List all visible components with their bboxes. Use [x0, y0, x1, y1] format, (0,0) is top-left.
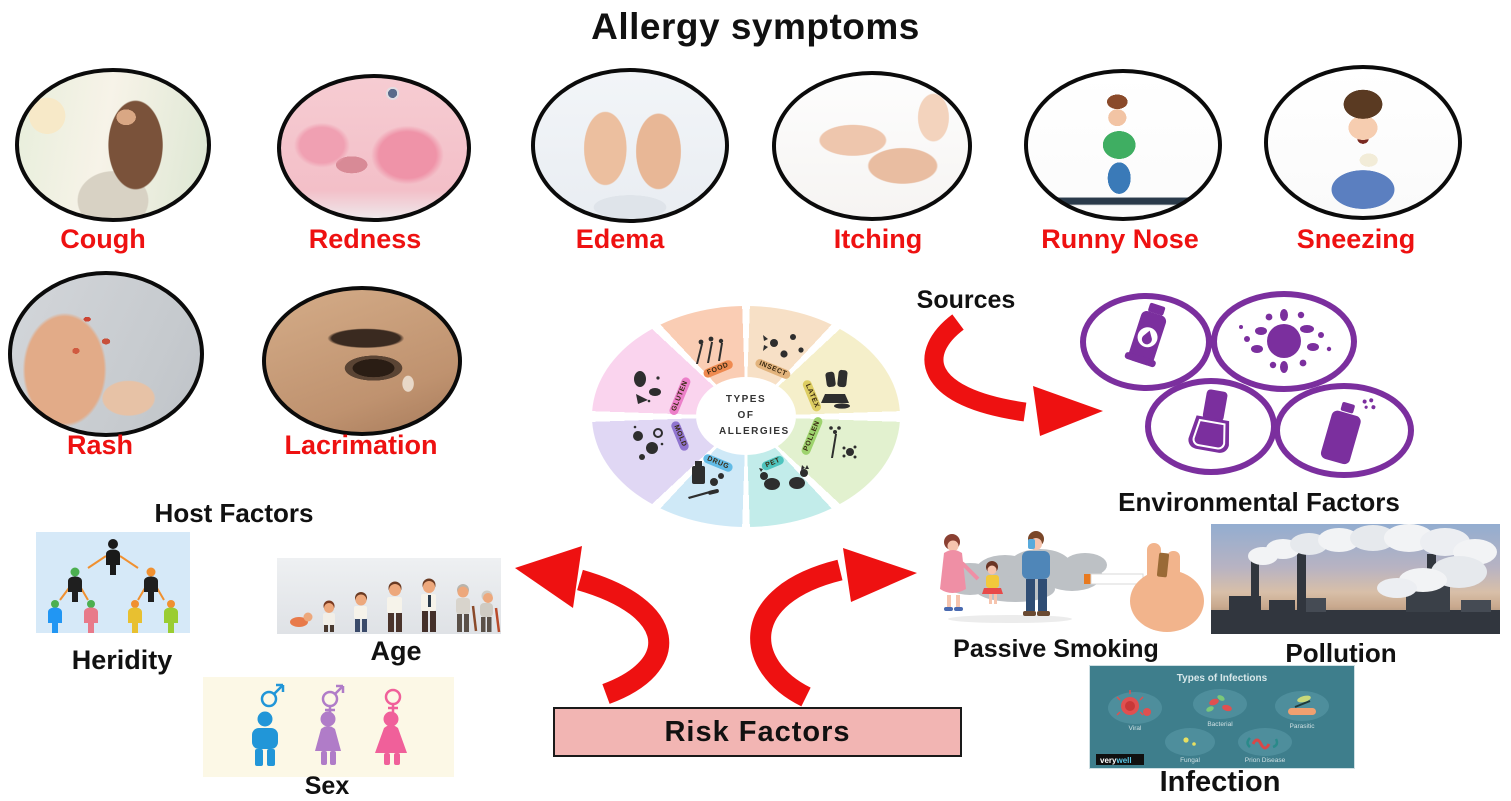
infection-type-parasitic: Parasitic: [1290, 723, 1316, 730]
itching-label: Itching: [833, 224, 923, 254]
verywell-very: very: [1100, 756, 1117, 765]
redness-photo: [277, 74, 471, 222]
itching-photo: [772, 71, 972, 221]
spray-can-icon: [1274, 383, 1414, 478]
verywell-well: well: [1115, 756, 1131, 765]
sex-label: Sex: [304, 772, 350, 800]
environmental-factors-heading: Environmental Factors: [1118, 487, 1400, 517]
cream-tube-icon: [1080, 293, 1212, 391]
runny-nose-label: Runny Nose: [1041, 224, 1199, 254]
cough-label: Cough: [60, 224, 146, 254]
passive-smoking-label: Passive Smoking: [953, 635, 1159, 663]
sources-arrow-icon: [924, 314, 1103, 436]
heridity-label: Heridity: [71, 645, 173, 675]
passive-smoking-image: [920, 527, 1206, 633]
infection-panel-title: Types of Infections: [1177, 673, 1268, 684]
runny-nose-photo: [1024, 69, 1222, 221]
host-factors-heading: Host Factors: [154, 498, 314, 528]
edema-photo: [531, 68, 729, 223]
risk-arrows-icon: [515, 546, 917, 707]
infection-label: Infection: [1159, 766, 1281, 798]
rash-photo: [8, 271, 204, 437]
pollution-image: [1211, 524, 1500, 634]
infection-type-viral: Viral: [1129, 725, 1142, 732]
sneezing-photo: [1264, 65, 1462, 220]
sources-label: Sources: [916, 286, 1016, 314]
svg-text:verywell: verywell: [1100, 756, 1132, 765]
verywell-watermark: [1096, 754, 1144, 765]
nail-polish-icon: [1145, 378, 1277, 475]
risk-factors-box: Risk Factors: [553, 707, 962, 757]
infection-type-fungal: Fungal: [1180, 757, 1200, 764]
wheel-center: TYPES OF ALLERGIES: [696, 377, 796, 455]
page-title: Allergy symptoms: [591, 6, 920, 47]
infection-type-bacterial: Bacterial: [1207, 721, 1233, 728]
sneezing-label: Sneezing: [1296, 224, 1416, 254]
redness-label: Redness: [308, 224, 422, 254]
age-label: Age: [370, 636, 422, 666]
wheel-icons: [633, 334, 857, 499]
sex-image: [203, 677, 454, 777]
heridity-image: [36, 532, 190, 633]
infection-type-prion: Prion Disease: [1245, 757, 1286, 764]
infection-image: Types of Infections Viral Bacterial Para…: [1089, 665, 1355, 769]
age-image: [277, 558, 501, 634]
edema-label: Edema: [575, 224, 665, 254]
rash-label: Rash: [66, 430, 134, 460]
risk-factors-label: Risk Factors: [664, 715, 851, 748]
paint-splash-icon: [1211, 291, 1357, 392]
cough-photo: [15, 68, 211, 222]
allergy-types-wheel: TYPES OF ALLERGIES FOOD INSECT LATEX POL…: [592, 306, 900, 527]
pollution-label: Pollution: [1285, 638, 1397, 668]
lacrimation-photo: [262, 286, 462, 436]
lacrimation-label: Lacrimation: [284, 430, 438, 460]
